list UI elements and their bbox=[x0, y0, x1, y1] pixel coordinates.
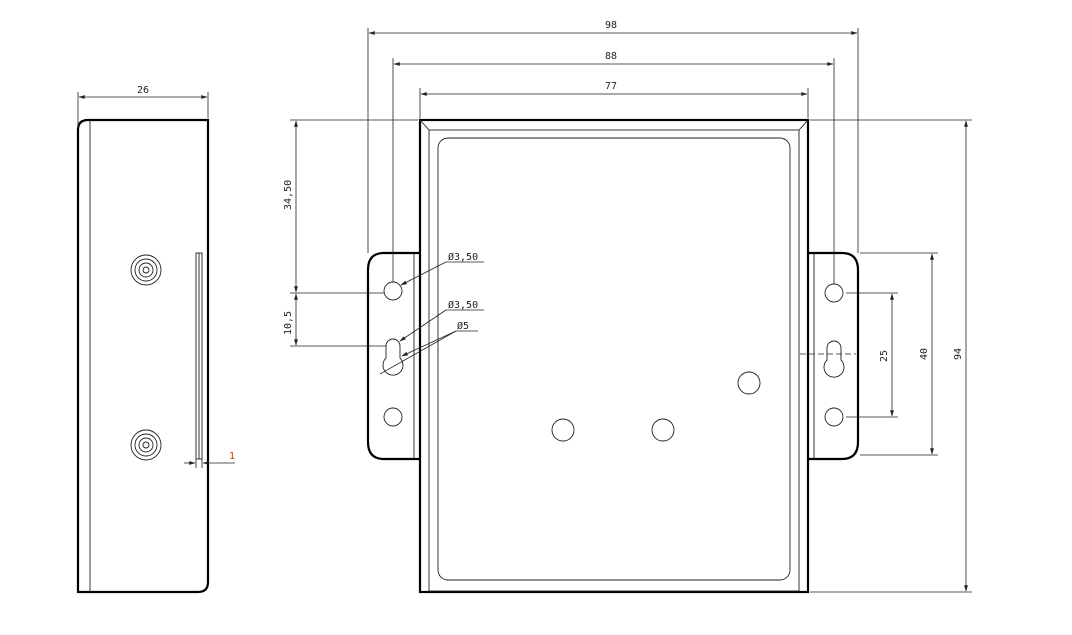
left-flange-hole-bottom bbox=[383, 407, 403, 427]
dim-side-width: 26 bbox=[77, 85, 209, 128]
dim-slot-span-label: 25 bbox=[879, 350, 890, 362]
dim-slot-span: 25 bbox=[846, 292, 898, 418]
panel-hole-2 bbox=[651, 418, 675, 442]
dim-hole-to-slot-label: 10,5 bbox=[283, 311, 294, 335]
side-view-outline bbox=[76, 118, 210, 594]
panel-hole-1 bbox=[551, 418, 575, 442]
dim-body-width-label: 77 bbox=[605, 81, 617, 92]
dim-hole-to-slot: 10,5 bbox=[283, 293, 386, 347]
right-flange-hole-bottom bbox=[824, 407, 844, 427]
side-view: 26 1 bbox=[76, 85, 235, 594]
left-flange-keyhole bbox=[382, 338, 404, 376]
dim-overall-width-label: 98 bbox=[605, 20, 617, 31]
front-body-outline bbox=[418, 118, 810, 594]
dim-side-lip: 1 bbox=[184, 451, 235, 468]
dim-top-to-hole: 34,50 bbox=[283, 119, 418, 294]
left-flange-hole-top bbox=[383, 281, 403, 301]
dim-overall-height: 94 bbox=[810, 119, 972, 593]
right-flange-hole-top bbox=[824, 283, 844, 303]
panel-hole-3 bbox=[737, 371, 761, 395]
side-connector-bottom bbox=[130, 429, 162, 461]
callout-slot-diameter-label: Ø5 bbox=[457, 320, 469, 332]
callout-hole-diameter-1: Ø3,50 bbox=[400, 251, 484, 286]
dim-top-to-hole-label: 34,50 bbox=[283, 180, 294, 210]
dim-hole-pitch-label: 88 bbox=[605, 51, 617, 62]
dim-overall-width: 98 bbox=[367, 20, 859, 253]
front-panel bbox=[437, 137, 791, 581]
right-flange bbox=[808, 251, 860, 461]
front-view: 98 88 77 34,50 10,5 bbox=[283, 20, 972, 594]
dim-side-lip-label: 1 bbox=[229, 451, 235, 462]
callout-hole-diameter-2: Ø3,50 bbox=[399, 299, 484, 342]
dim-flange-hole-span-label: 40 bbox=[919, 348, 930, 360]
right-flange-keyhole bbox=[823, 340, 845, 378]
dim-hole-pitch: 88 bbox=[392, 51, 835, 284]
callout-hole-diameter-1-label: Ø3,50 bbox=[448, 251, 478, 263]
dim-side-width-label: 26 bbox=[137, 85, 149, 96]
dim-flange-hole-span: 40 bbox=[860, 252, 938, 456]
dim-overall-height-label: 94 bbox=[953, 348, 964, 360]
side-connector-top bbox=[130, 254, 162, 286]
dim-body-width: 77 bbox=[419, 81, 809, 118]
callout-hole-diameter-2-label: Ø3,50 bbox=[448, 299, 478, 311]
callout-slot-diameter: Ø5 bbox=[379, 320, 478, 375]
left-flange bbox=[366, 251, 420, 461]
front-body-inner bbox=[428, 129, 800, 592]
